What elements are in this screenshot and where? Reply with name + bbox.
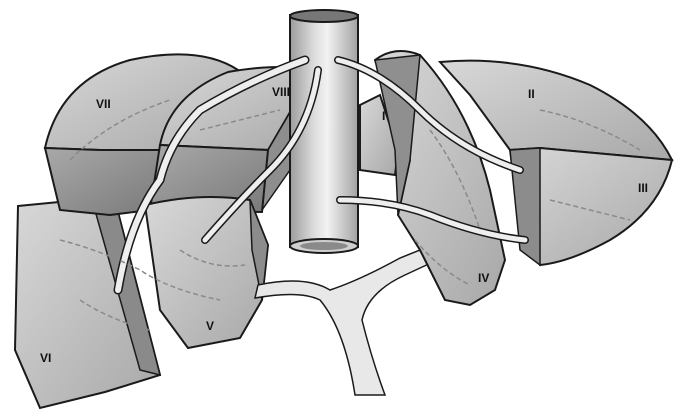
label-i: I [382, 109, 385, 123]
label-iii: III [638, 181, 648, 195]
segment-iii [510, 148, 672, 265]
portal-vessels [255, 240, 448, 395]
label-ii: II [528, 87, 535, 101]
label-vi: VI [40, 351, 51, 365]
label-vii: VII [96, 97, 111, 111]
label-iv: IV [478, 271, 489, 285]
label-v: V [206, 319, 214, 333]
label-viii: VIII [272, 85, 290, 99]
